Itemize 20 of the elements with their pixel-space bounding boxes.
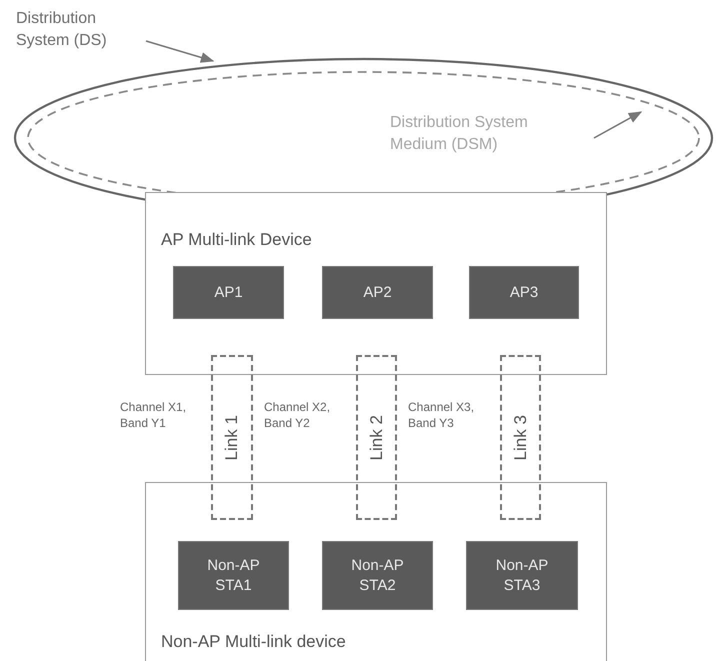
station-box: AP3 (469, 266, 579, 319)
channel-label: Channel X1, Band Y1 (120, 399, 188, 431)
link-box: Link 2 (356, 355, 397, 520)
channel-label: Channel X2, Band Y2 (264, 399, 332, 431)
arrow (146, 40, 214, 63)
annotation-text: Distribution System (DS) (16, 8, 146, 52)
channel-label: Channel X3, Band Y3 (408, 399, 476, 431)
station-box: Non-AP STA2 (322, 541, 433, 610)
device-title: AP Multi-link Device (161, 229, 312, 251)
station-box: Non-AP STA1 (178, 541, 289, 610)
annotation-text: Distribution System Medium (DSM) (390, 112, 565, 162)
station-box: Non-AP STA3 (466, 541, 578, 610)
station-box: AP1 (173, 266, 284, 319)
arrow (594, 111, 642, 139)
device-box (145, 482, 607, 661)
link-box: Link 1 (211, 355, 253, 520)
device-box (145, 192, 607, 375)
station-box: AP2 (322, 266, 433, 319)
device-title: Non-AP Multi-link device (161, 631, 346, 653)
link-box: Link 3 (500, 355, 541, 520)
